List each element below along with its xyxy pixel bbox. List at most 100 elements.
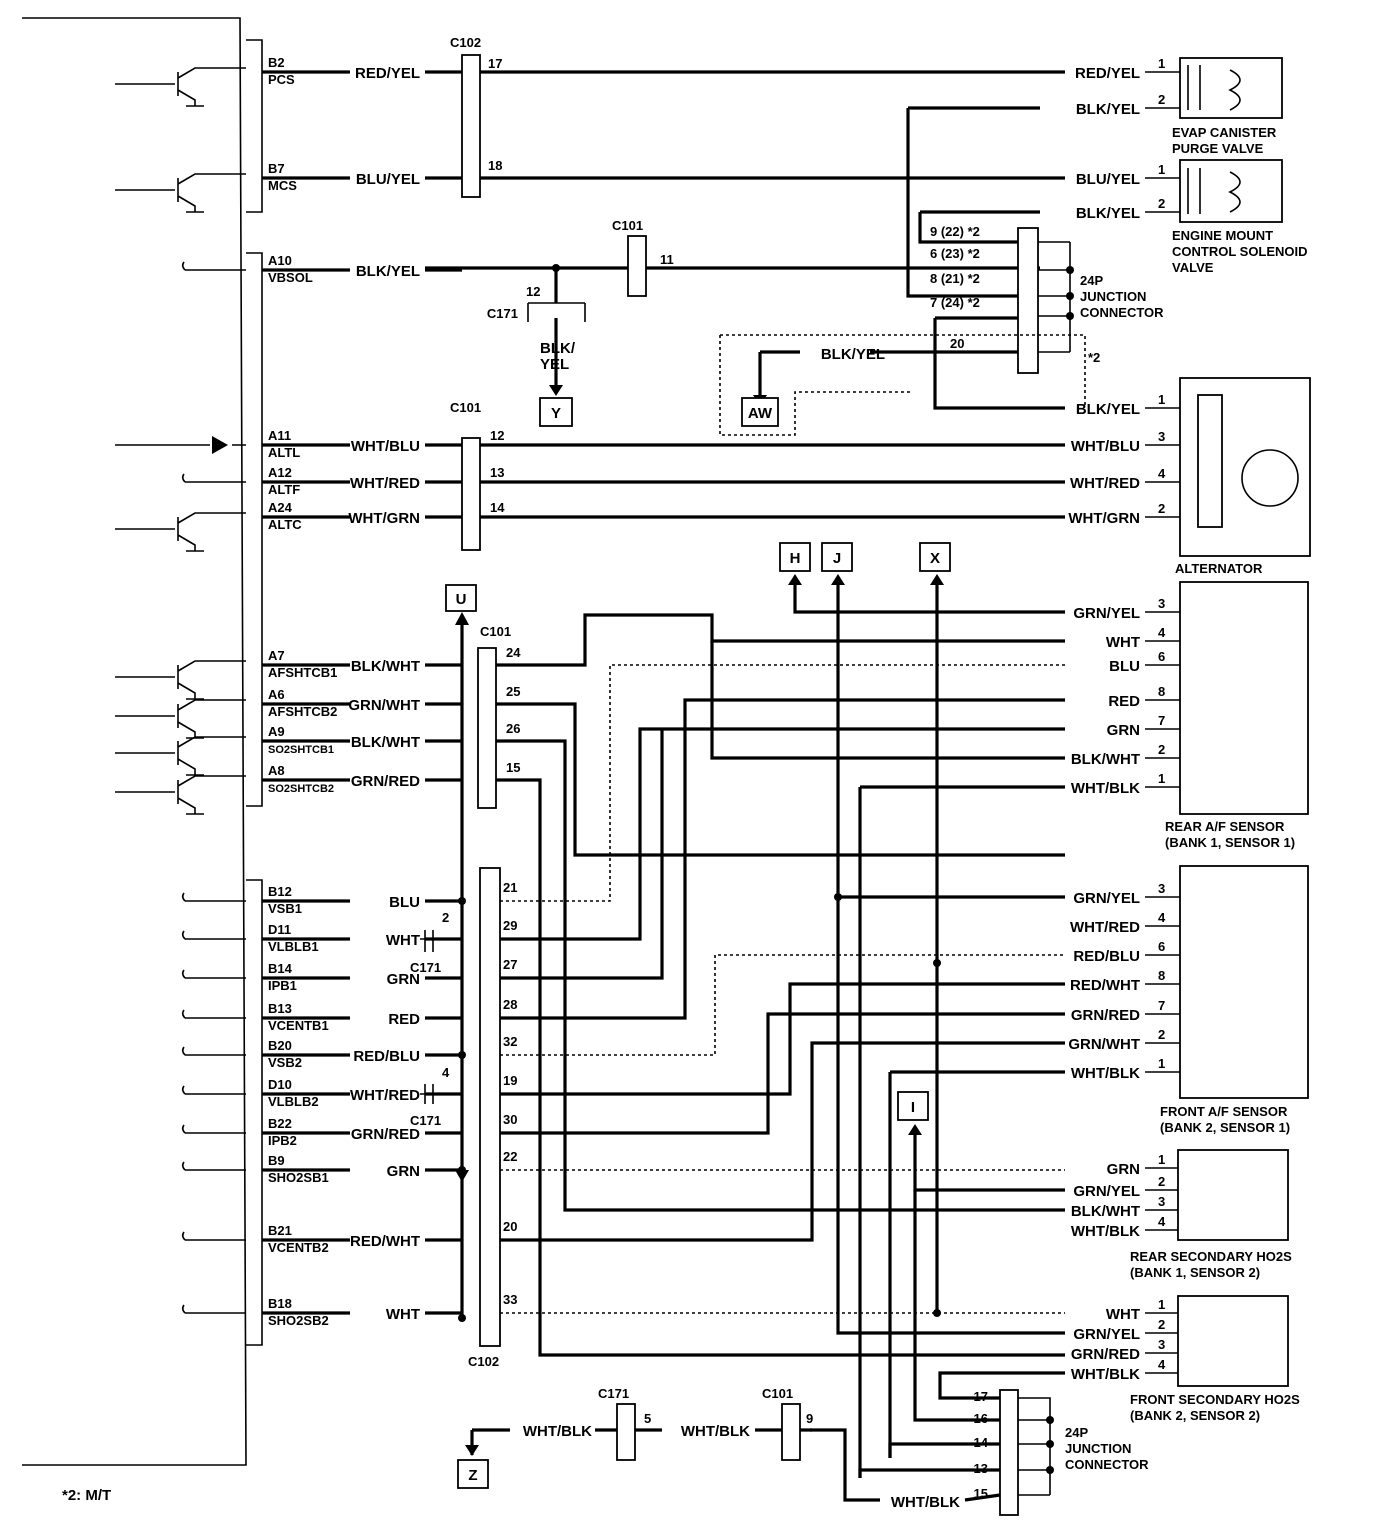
ecm-outline [22, 17, 247, 1466]
ref-label: X [930, 550, 940, 567]
splice-dot [1046, 1466, 1054, 1474]
ref-j [821, 542, 853, 572]
ref-x [919, 542, 951, 572]
ecm-input-tick [181, 1009, 186, 1019]
wire [496, 702, 1065, 857]
pin-number: 28 [503, 997, 517, 1012]
ecm-pin-name: PCS [268, 72, 295, 87]
ecm-transistor [115, 775, 246, 814]
connector-label: C171 [410, 960, 441, 975]
wire-color-label: GRN/RED [1071, 1007, 1140, 1024]
junction-pin: 9 (22) *2 [930, 224, 980, 239]
ecm-pin-name: VBSOL [268, 270, 313, 285]
junction-connector-top [1017, 227, 1039, 374]
pin-number: 27 [503, 957, 517, 972]
wire-color-label: RED/BLU [353, 1048, 420, 1065]
c171-mini [420, 930, 434, 952]
ecm-pin-id: B20 [268, 1038, 292, 1053]
ecm-pin-name: AFSHTCB2 [268, 704, 337, 719]
ecm-transistor [115, 173, 246, 212]
front-ho2s [1177, 1295, 1289, 1387]
connector-c171 [527, 302, 586, 322]
ecm-pin-name: SO2SHTCB1 [268, 744, 334, 756]
ecm-pin-id: B12 [268, 884, 292, 899]
evap-valve [1179, 57, 1283, 119]
pin-number: 9 [806, 1411, 813, 1426]
ref-label: Y [551, 405, 561, 422]
connector-c101 [627, 235, 647, 297]
wire-red-wht [500, 982, 1065, 1096]
connector-label: C101 [762, 1386, 793, 1401]
ref-label: Z [468, 1467, 477, 1484]
wire-color-label: GRN/RED [1071, 1346, 1140, 1363]
junction-connector-bottom [999, 1389, 1019, 1516]
pin-number: 2 [1158, 196, 1165, 211]
wire [938, 1371, 1065, 1400]
ecm-pin-name: SHO2SB2 [268, 1313, 329, 1328]
pin-number: 26 [506, 721, 520, 736]
wire-color-label: GRN/YEL [1073, 1326, 1140, 1343]
wire-alt-blk-yel [933, 316, 1065, 410]
alternator-stator-icon [1241, 449, 1299, 507]
pin-number: 12 [490, 428, 504, 443]
wire-color-label: RED/WHT [350, 1233, 420, 1250]
wire [500, 729, 664, 980]
junction-title: 24P [1065, 1425, 1088, 1440]
wire-color-label: GRN/RED [351, 1126, 420, 1143]
arrow-up-icon [908, 1124, 922, 1135]
junction-title: 24P [1080, 273, 1103, 288]
wire-color-label: BLK/WHT [351, 658, 420, 675]
pin-number: 5 [644, 1411, 651, 1426]
junction-pin: 6 (23) *2 [930, 246, 980, 261]
front-af-sensor [1179, 865, 1309, 1099]
pin-number: 1 [1158, 56, 1165, 71]
component-label: FRONT A/F SENSOR [1160, 1104, 1288, 1119]
ecm-pin-name: SO2SHTCB2 [268, 783, 334, 795]
wire-label: WHT/BLK [891, 1494, 960, 1511]
pin-number: 3 [1158, 429, 1165, 444]
ref-i [897, 1091, 929, 1121]
pin-number: 3 [1158, 1337, 1165, 1352]
splice-dot [933, 1309, 941, 1317]
wire-color-label: WHT [1106, 634, 1140, 651]
component-label: ENGINE MOUNT [1172, 228, 1273, 243]
pin-number: 7 [1158, 998, 1165, 1013]
wire-rear-ho2s [496, 739, 1065, 1212]
connector-label: C101 [480, 624, 511, 639]
ecm-pin-name: VCENTB2 [268, 1240, 329, 1255]
ref-label: U [456, 591, 467, 608]
pin-number: 18 [488, 158, 502, 173]
c171-mini [420, 1084, 434, 1104]
ecm-pin-id: D10 [268, 1077, 292, 1092]
pin-number: 30 [503, 1112, 517, 1127]
pin-number: 7 [1158, 713, 1165, 728]
ecm-pin-name: VCENTB1 [268, 1018, 329, 1033]
wire-h [793, 585, 1065, 614]
splice-dot [933, 959, 941, 967]
pin-number: 22 [503, 1149, 517, 1164]
wire [913, 1190, 1000, 1422]
ecm-input-tick [181, 930, 186, 940]
pin-number: 2 [1158, 92, 1165, 107]
pin-number: 14 [490, 500, 505, 515]
splice-dot [1046, 1416, 1054, 1424]
ecm-pin-id: B13 [268, 1001, 292, 1016]
wire-color-label: BLU [1109, 658, 1140, 675]
pin-number: 1 [1158, 162, 1165, 177]
ecm-pin-id: B7 [268, 161, 285, 176]
wire-front-ho2s [496, 778, 1065, 1357]
ecm-pin-id: B18 [268, 1296, 292, 1311]
wire-color-label: GRN/YEL [1073, 605, 1140, 622]
connector-c101-bottom [781, 1403, 801, 1461]
wire-label: YEL [540, 356, 569, 373]
arrow-down-icon [465, 1445, 479, 1456]
pin-number: 19 [503, 1073, 517, 1088]
ecm-pin-id: A11 [268, 428, 291, 443]
solenoid [1187, 168, 1201, 214]
wire-j [836, 585, 1065, 1335]
junction-title: JUNCTION [1080, 289, 1146, 304]
ecm-pin-name: SHO2SB1 [268, 1170, 329, 1185]
pin-number: 25 [506, 684, 520, 699]
ecm-pin-id: A7 [268, 648, 285, 663]
wire-color-label: GRN [387, 1163, 420, 1180]
